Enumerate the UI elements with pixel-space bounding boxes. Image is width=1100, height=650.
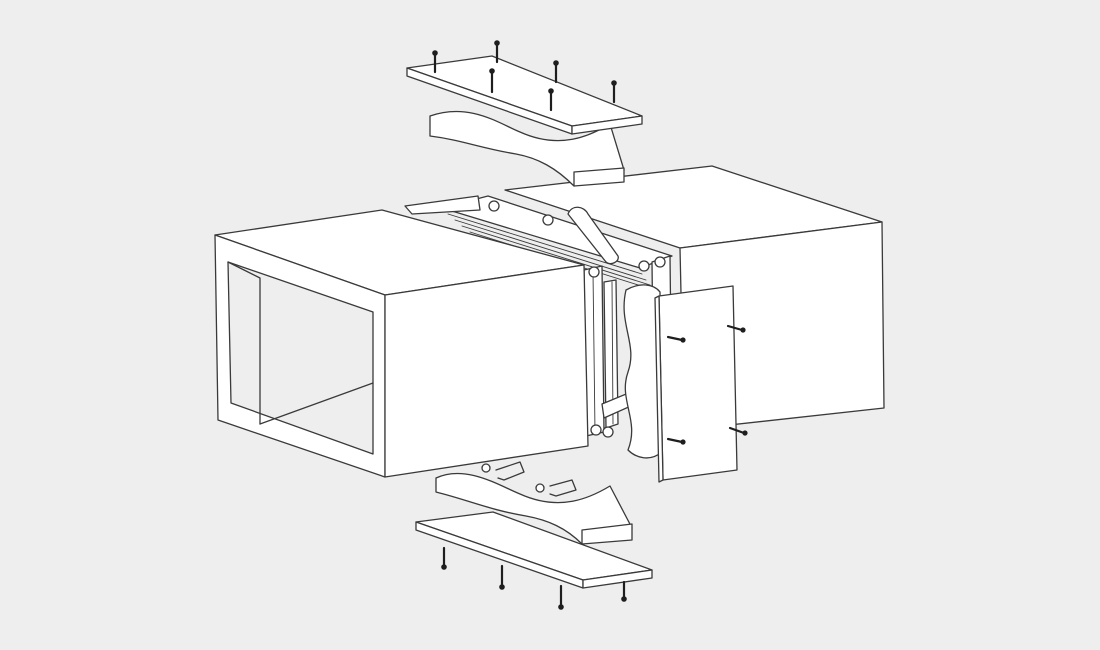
duct-left-inner-edge <box>227 261 261 425</box>
flex-connector-bottom-end <box>581 523 633 545</box>
clip-bolt <box>535 483 545 493</box>
cover-plate-top-side-edge <box>571 115 643 135</box>
frame-bolt <box>588 266 600 278</box>
frame-bolt <box>654 256 666 268</box>
clips <box>481 461 577 497</box>
screw <box>666 437 686 445</box>
frame-bolt <box>488 200 500 212</box>
screw <box>441 546 447 570</box>
screw <box>494 40 500 64</box>
flex-connector-side <box>623 284 663 459</box>
flex-connector-bottom-body <box>435 472 633 545</box>
clip-bolt <box>481 463 491 473</box>
screw <box>548 88 554 112</box>
screw <box>728 426 748 436</box>
screw <box>611 80 617 104</box>
screw <box>489 68 495 94</box>
frame-bolt <box>638 260 650 272</box>
flex-connector-top-end <box>573 167 625 187</box>
frame-rod <box>461 225 651 286</box>
frame-lever-handle <box>567 206 619 265</box>
duct-left-side-face <box>384 264 589 478</box>
frame-upright-edge <box>592 271 596 433</box>
screw <box>499 564 505 590</box>
cover-plate-side <box>654 285 738 483</box>
screw <box>553 60 559 84</box>
frame-bolt <box>542 214 554 226</box>
screw <box>432 50 438 74</box>
screw <box>666 335 686 343</box>
bracket-clip <box>549 479 577 497</box>
cover-plate-bottom <box>415 511 653 589</box>
cover-plate-bottom-side-edge <box>582 569 653 589</box>
screws <box>432 40 748 610</box>
cover-plate-side-face <box>658 285 738 481</box>
frame-bolt <box>590 424 602 436</box>
duct-left-inner-edge <box>259 382 374 425</box>
screw <box>621 580 627 602</box>
bracket-clip <box>495 461 525 481</box>
cover-plate-top <box>406 55 643 135</box>
frame-rod <box>454 219 647 281</box>
duct-left-opening <box>227 261 374 455</box>
flex-connector-bottom <box>435 472 633 545</box>
frame-front-upright-inner <box>603 279 619 429</box>
frame-bolt <box>602 426 614 438</box>
screw <box>726 324 746 333</box>
frame-top-tab <box>404 195 481 215</box>
screw <box>558 584 564 610</box>
duct-left <box>214 209 589 478</box>
cover-plate-side-edge <box>654 295 664 483</box>
